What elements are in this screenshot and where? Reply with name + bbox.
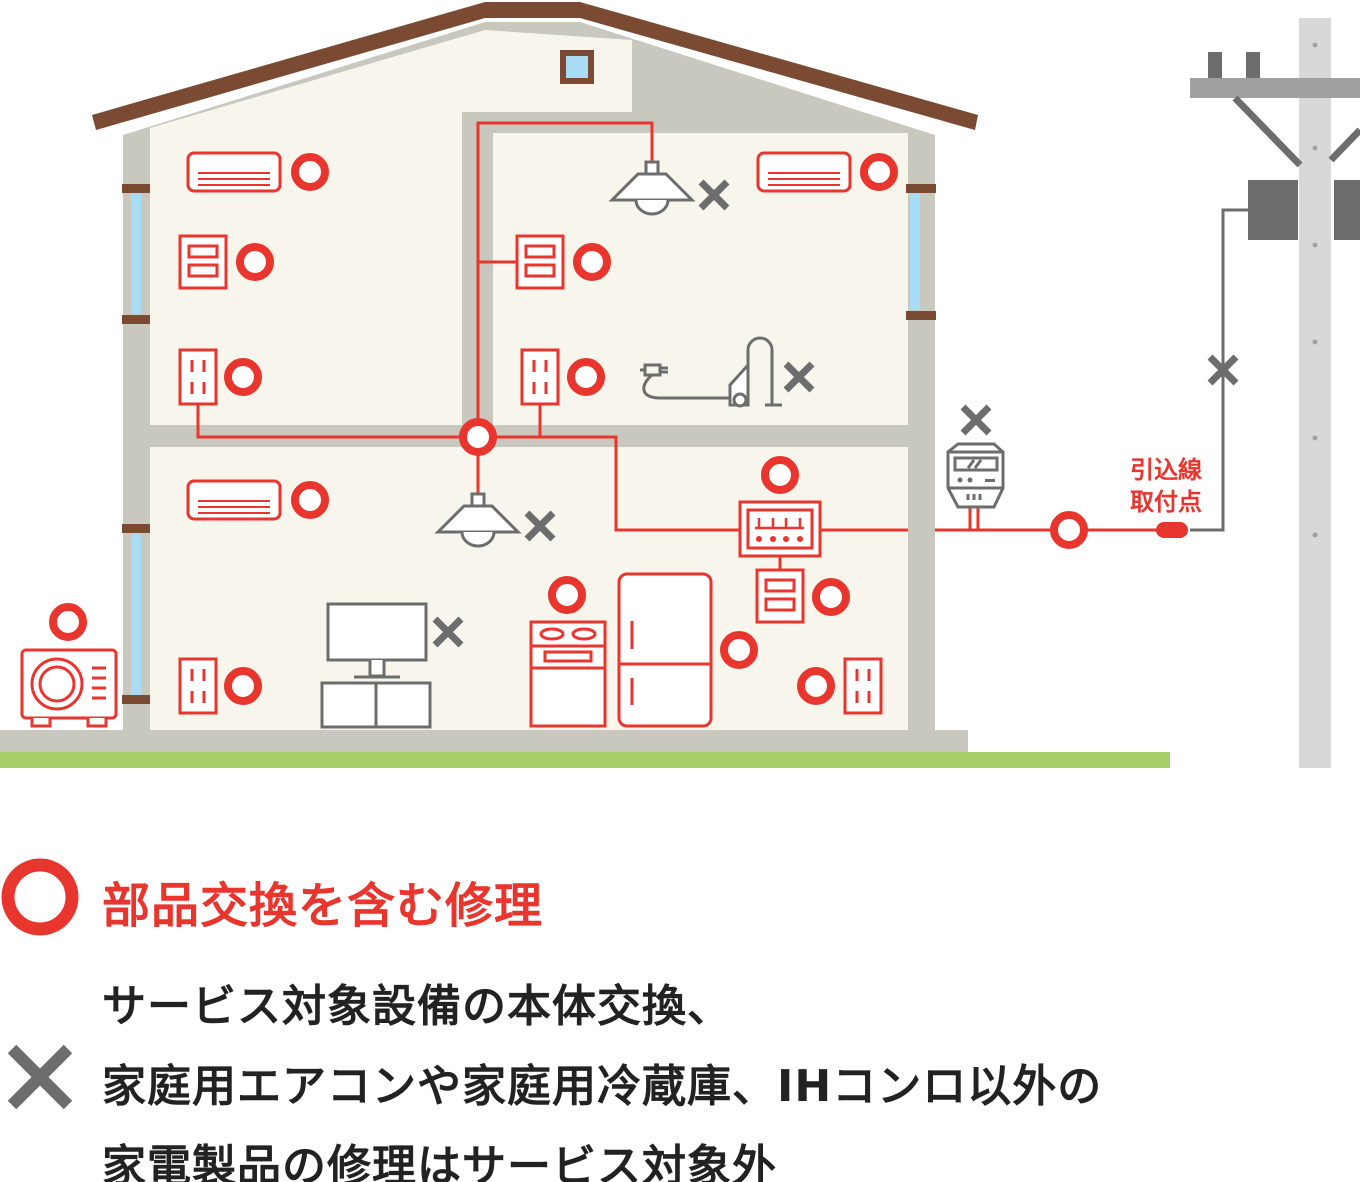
legend-not-covered-line-2: 家庭用エアコンや家庭用冷蔵庫、IHコンロ以外の xyxy=(102,1061,1103,1112)
circle-icon xyxy=(765,460,795,490)
light-switch-icon xyxy=(515,234,565,290)
air-conditioner-icon xyxy=(186,479,282,521)
attic xyxy=(150,30,632,135)
circle-icon xyxy=(53,607,83,637)
light-switch-icon xyxy=(178,234,228,290)
drop-point-label-line1: 引込線 xyxy=(1130,456,1202,484)
circle-icon xyxy=(240,247,270,277)
utility-pole xyxy=(1299,18,1331,768)
cross-icon xyxy=(963,407,989,433)
air-conditioner-icon xyxy=(756,151,852,193)
circle-icon xyxy=(864,157,894,187)
transformer xyxy=(1248,180,1298,240)
television-icon xyxy=(320,602,432,729)
foundation xyxy=(0,730,968,752)
circle-icon xyxy=(801,671,831,701)
outlet-icon xyxy=(178,348,218,406)
ih-stove-icon xyxy=(529,620,607,728)
outlet-icon xyxy=(843,657,883,715)
outdoor-ac-unit-icon xyxy=(20,648,118,728)
light-switch-icon xyxy=(755,568,805,624)
legend-circle-icon xyxy=(1,858,79,936)
drop-point-label-line2: 取付点 xyxy=(1130,488,1202,516)
circle-icon xyxy=(552,580,582,610)
circle-icon xyxy=(228,671,258,701)
outlet-icon xyxy=(178,657,218,715)
vacuum-cleaner-icon xyxy=(640,336,782,408)
circle-icon xyxy=(724,635,754,665)
legend-covered-text: 部品交換を含む修理 xyxy=(102,878,544,934)
roof xyxy=(92,2,978,130)
drop-point-label: 引込線 取付点 xyxy=(1130,454,1202,518)
circle-icon xyxy=(1054,515,1084,545)
drop-point-marker xyxy=(1156,522,1188,538)
attic-window xyxy=(566,56,588,78)
circle-icon xyxy=(577,247,607,277)
legend-not-covered-line-1: サービス対象設備の本体交換、 xyxy=(102,981,732,1032)
circle-icon xyxy=(228,362,258,392)
distribution-board-icon xyxy=(738,500,822,558)
circle-icon xyxy=(571,362,601,392)
air-conditioner-icon xyxy=(186,151,282,193)
circle-icon xyxy=(816,582,846,612)
legend-not-covered-line-3: 家電製品の修理はサービス対象外 xyxy=(102,1141,777,1182)
refrigerator-icon xyxy=(617,572,713,728)
outlet-icon xyxy=(520,348,560,406)
indoor-wiring xyxy=(196,121,1160,570)
ground xyxy=(0,752,1170,768)
circle-icon xyxy=(295,485,325,515)
legend-cross-icon xyxy=(7,1044,73,1110)
electric-meter-icon xyxy=(946,442,1005,509)
circle-icon xyxy=(295,157,325,187)
circle-icon xyxy=(463,422,493,452)
